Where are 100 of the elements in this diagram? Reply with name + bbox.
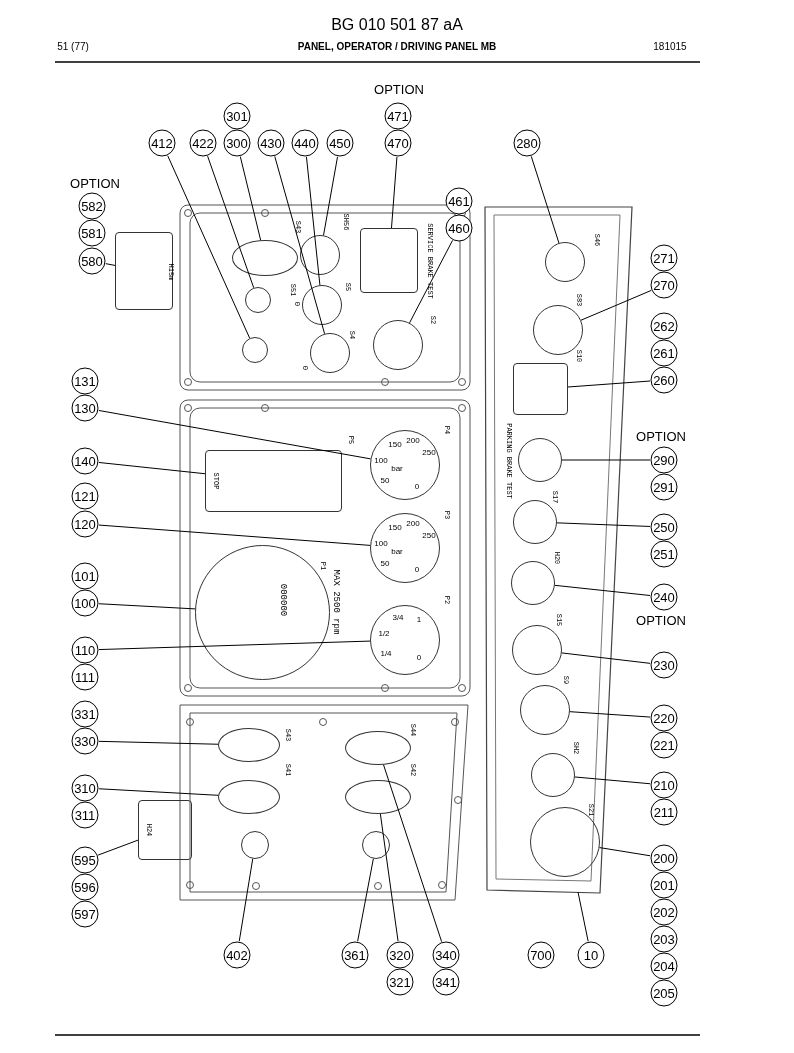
leader-line <box>554 584 651 596</box>
callout-number: 230 <box>650 651 678 679</box>
callout-number: 200 <box>650 844 678 872</box>
callout-number: 461 <box>445 187 473 215</box>
callout-number: 271 <box>650 244 678 272</box>
leader-line <box>567 380 651 388</box>
callout-number: 202 <box>650 898 678 926</box>
key-switch <box>373 320 423 370</box>
leader-line <box>599 847 651 857</box>
leader-line <box>98 640 371 651</box>
leader-line <box>105 263 116 266</box>
dial-text: MAX 2500 rpm <box>330 569 340 635</box>
callout-number: 100 <box>71 589 99 617</box>
leader-line <box>580 289 652 321</box>
callout-number: 291 <box>650 473 678 501</box>
leader-line <box>574 776 651 785</box>
callout-number: 290 <box>650 446 678 474</box>
callout-number: 261 <box>650 339 678 367</box>
callout-number: 340 <box>432 941 460 969</box>
leader-line <box>97 839 139 856</box>
callout-number: 595 <box>71 846 99 874</box>
rotary-switch <box>360 228 418 293</box>
scale-number: 100 <box>374 457 388 465</box>
scale-number: 150 <box>388 524 402 532</box>
leader-line <box>530 155 560 244</box>
leader-line <box>561 652 651 664</box>
scale-number: 1/2 <box>378 630 390 638</box>
scale-number: 3/4 <box>392 614 404 622</box>
leader-line <box>98 462 206 475</box>
callout-number: 320 <box>386 941 414 969</box>
option-note: OPTION <box>636 613 686 627</box>
leader-line <box>238 858 254 942</box>
scale-number: 0 <box>414 483 420 491</box>
page-title: PANEL, OPERATOR / DRIVING PANEL MB <box>297 42 497 52</box>
callout-number: 412 <box>148 129 176 157</box>
leader-line <box>323 156 339 236</box>
callout-number: 270 <box>650 271 678 299</box>
callout-number: 471 <box>384 102 412 130</box>
leader-line <box>556 522 651 527</box>
option-note: OPTION <box>374 82 424 96</box>
callout-number: 251 <box>650 540 678 568</box>
callout-number: 120 <box>71 510 99 538</box>
position-mark: 0 <box>293 301 301 307</box>
lamp-housing <box>138 800 192 860</box>
leader-line <box>379 813 399 942</box>
callout-number: 131 <box>71 367 99 395</box>
leader-line <box>167 155 251 339</box>
callout-number: 260 <box>650 366 678 394</box>
scale-number: 50 <box>380 560 390 568</box>
callout-number: 280 <box>513 129 541 157</box>
callout-number: 450 <box>326 129 354 157</box>
callout-number: 121 <box>71 482 99 510</box>
leader-line <box>98 524 371 546</box>
leader-line <box>391 156 398 229</box>
callout-number: 331 <box>71 700 99 728</box>
callout-number: 402 <box>223 941 251 969</box>
callout-number: 582 <box>78 192 106 220</box>
scale-number: 250 <box>422 449 436 457</box>
callout-number: 470 <box>384 129 412 157</box>
callout-number: 205 <box>650 979 678 1007</box>
scale-number: bar <box>391 548 403 556</box>
callout-number: 361 <box>341 941 369 969</box>
lamp-housing <box>115 232 173 310</box>
callout-number: 597 <box>71 900 99 928</box>
callout-number: 301 <box>223 102 251 130</box>
callout-number: 330 <box>71 727 99 755</box>
push-button <box>520 685 570 735</box>
callout-number: 310 <box>71 774 99 802</box>
callout-number: 210 <box>650 771 678 799</box>
scale-number: 1 <box>416 616 422 624</box>
callout-number: 300 <box>223 129 251 157</box>
callout-number: 10 <box>577 941 605 969</box>
scale-number: bar <box>391 465 403 473</box>
leader-line <box>561 459 651 461</box>
leader-line <box>569 711 651 718</box>
callout-number: 101 <box>71 562 99 590</box>
leader-line <box>274 156 326 335</box>
callout-number: 596 <box>71 873 99 901</box>
leader-line <box>98 603 196 610</box>
callout-number: 203 <box>650 925 678 953</box>
scale-number: 150 <box>388 441 402 449</box>
header-text: 51 (77) <box>57 42 89 52</box>
leader-line <box>98 788 219 796</box>
callout-number: 460 <box>445 214 473 242</box>
callout-number: 240 <box>650 583 678 611</box>
callout-number: 440 <box>291 129 319 157</box>
callout-number: 204 <box>650 952 678 980</box>
document-number: BG 010 501 87 aA <box>331 17 463 33</box>
scale-number: 50 <box>380 477 390 485</box>
callout-number: 700 <box>527 941 555 969</box>
leader-line <box>577 891 589 942</box>
callout-number: 321 <box>386 968 414 996</box>
callout-number: 422 <box>189 129 217 157</box>
leader-line <box>98 740 219 745</box>
leader-line <box>383 764 443 943</box>
leader-line <box>305 156 321 286</box>
callout-number: 581 <box>78 219 106 247</box>
callout-number: 220 <box>650 704 678 732</box>
indicator-light-panel <box>205 450 342 512</box>
leader-line <box>239 156 262 241</box>
